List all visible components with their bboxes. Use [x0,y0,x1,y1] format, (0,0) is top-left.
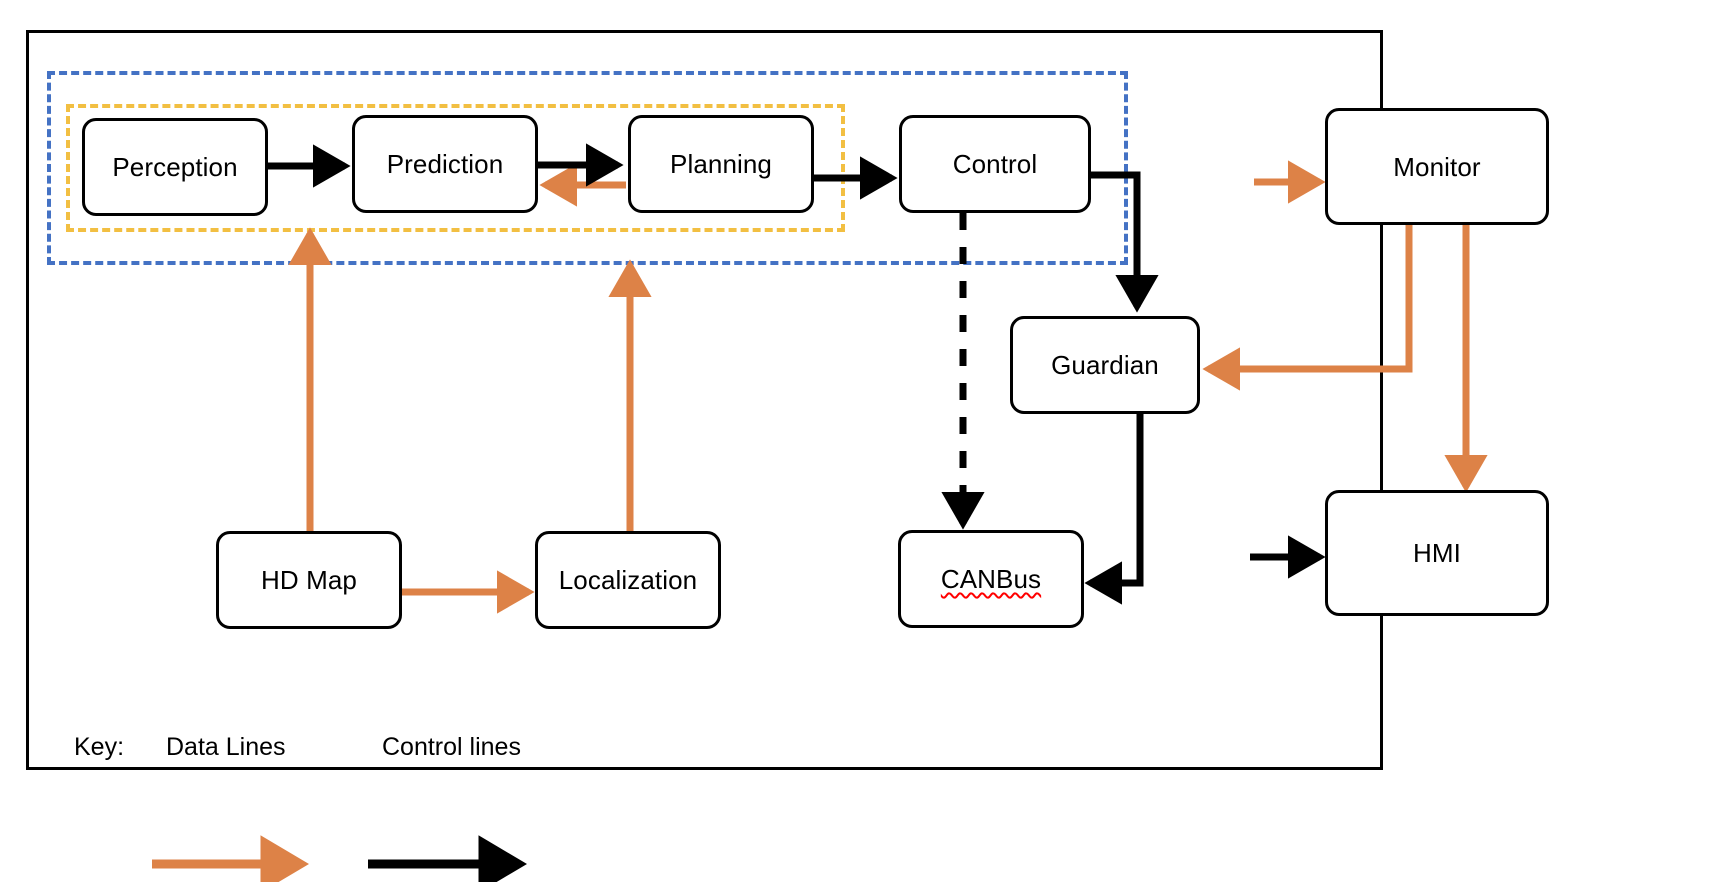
node-prediction[interactable]: Prediction [352,115,538,213]
node-control-label: Control [952,149,1038,179]
node-guardian[interactable]: Guardian [1010,316,1200,414]
node-planning[interactable]: Planning [628,115,814,213]
node-monitor[interactable]: Monitor [1325,108,1549,225]
node-monitor-label: Monitor [1393,151,1481,182]
node-hd-map-label: HD Map [261,565,357,595]
group-box-yellow [66,104,845,232]
node-localization[interactable]: Localization [535,531,721,629]
system-boundary [26,30,1383,770]
legend-data-lines-label: Data Lines [166,733,286,761]
node-canbus-label: CANBus [940,564,1042,594]
node-hmi-label: HMI [1413,538,1461,568]
node-localization-label: Localization [558,565,698,595]
legend-key-label: Key: [74,733,125,761]
node-hmi[interactable]: HMI [1325,490,1549,616]
node-control[interactable]: Control [899,115,1091,213]
node-guardian-label: Guardian [1051,350,1159,380]
legend-control-lines-label: Control lines [382,733,521,761]
node-perception-label: Perception [112,152,238,182]
group-box-blue [47,71,1128,265]
node-canbus[interactable]: CANBus [898,530,1084,628]
node-hd-map[interactable]: HD Map [216,531,402,629]
node-prediction-label: Prediction [386,149,504,179]
node-perception[interactable]: Perception [82,118,268,216]
node-planning-label: Planning [670,149,772,179]
